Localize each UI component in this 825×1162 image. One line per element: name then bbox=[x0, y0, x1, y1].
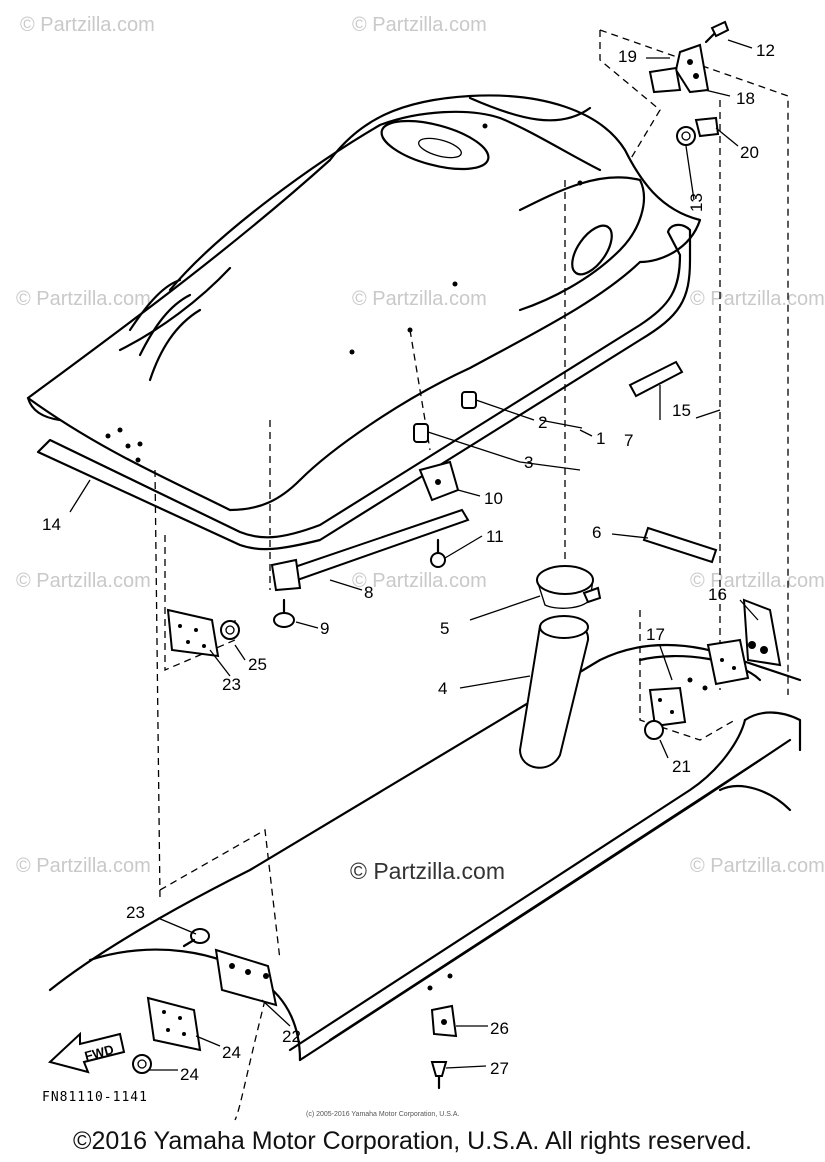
part-hinge-18 bbox=[674, 43, 710, 94]
callout-2: 2 bbox=[538, 413, 547, 432]
fwd-arrow: FWD bbox=[47, 1031, 126, 1074]
watermark: © Partzilla.com bbox=[352, 288, 487, 310]
watermark: © Partzilla.com bbox=[352, 14, 487, 36]
part-plate-24-upper bbox=[166, 608, 220, 658]
diagram-code: FN81110-1141 bbox=[42, 1090, 148, 1105]
fwd-label: FWD bbox=[83, 1042, 115, 1064]
callout-11: 11 bbox=[486, 527, 504, 546]
part-rivet-27 bbox=[430, 1061, 448, 1090]
watermark-center: © Partzilla.com bbox=[350, 858, 505, 884]
part-bracket-10 bbox=[418, 460, 460, 502]
part-plate-24-lower bbox=[146, 996, 202, 1052]
part-strip-7 bbox=[628, 360, 684, 398]
callout-9: 9 bbox=[320, 619, 329, 638]
callouts: 12 19 18 20 13 2 1 7 15 3 10 14 11 6 8 1… bbox=[42, 41, 775, 1084]
part-bolt-9 bbox=[273, 598, 295, 628]
callout-6: 6 bbox=[592, 523, 601, 542]
callout-24-lower: 24 bbox=[222, 1043, 241, 1062]
callout-14: 14 bbox=[42, 515, 61, 534]
callout-19: 19 bbox=[618, 47, 637, 66]
part-plate-16 bbox=[706, 638, 750, 686]
part-nut-21 bbox=[644, 720, 664, 740]
part-spacer-3 bbox=[413, 423, 429, 443]
callout-13: 13 bbox=[687, 193, 706, 212]
part-plate-17 bbox=[648, 686, 687, 728]
callout-12: 12 bbox=[756, 41, 775, 60]
part-hinge-22 bbox=[214, 948, 278, 1007]
part-hinge-16 bbox=[742, 598, 782, 667]
part-plate-19 bbox=[648, 66, 682, 94]
hull-deck bbox=[48, 643, 802, 1062]
part-bolt-12 bbox=[704, 20, 730, 44]
callout-26: 26 bbox=[490, 1019, 509, 1038]
part-nut-25-upper bbox=[220, 620, 240, 640]
part-stay-8 bbox=[270, 508, 470, 592]
callout-10: 10 bbox=[484, 489, 503, 508]
callout-8: 8 bbox=[364, 583, 373, 602]
part-spacer-2 bbox=[461, 391, 477, 409]
watermark: © Partzilla.com bbox=[690, 855, 825, 877]
callout-23: 23 bbox=[126, 903, 145, 922]
watermark: © Partzilla.com bbox=[16, 288, 151, 310]
part-nut-25-lower bbox=[132, 1054, 152, 1074]
part-bolt-11 bbox=[430, 538, 446, 568]
part-hose-4 bbox=[518, 615, 590, 769]
watermark: © Partzilla.com bbox=[16, 570, 151, 592]
watermark: © Partzilla.com bbox=[20, 14, 155, 36]
callout-7: 7 bbox=[624, 431, 633, 450]
callout-20: 20 bbox=[740, 143, 759, 162]
callout-18: 18 bbox=[736, 89, 755, 108]
callout-24-upper: 23 bbox=[222, 675, 241, 694]
callout-25-lower: 24 bbox=[180, 1065, 199, 1084]
part-band-5 bbox=[536, 565, 602, 609]
part-pad-6 bbox=[642, 526, 718, 564]
callout-25-upper: 25 bbox=[248, 655, 267, 674]
part-washer-20 bbox=[694, 116, 720, 138]
small-copyright: (c) 2005-2016 Yamaha Motor Corporation, … bbox=[306, 1111, 460, 1118]
seal-rim bbox=[36, 223, 692, 551]
watermark: © Partzilla.com bbox=[352, 570, 487, 592]
seat-cover bbox=[26, 94, 702, 512]
callout-27: 27 bbox=[490, 1059, 509, 1078]
callout-4: 4 bbox=[438, 679, 447, 698]
watermark: © Partzilla.com bbox=[16, 855, 151, 877]
part-bolt-23 bbox=[182, 928, 210, 948]
callout-17: 17 bbox=[646, 625, 665, 644]
callout-15: 15 bbox=[672, 401, 691, 420]
callout-1: 1 bbox=[596, 429, 605, 448]
callout-16: 16 bbox=[708, 585, 727, 604]
watermark: © Partzilla.com bbox=[690, 288, 825, 310]
callout-21: 21 bbox=[672, 757, 691, 776]
callout-3: 3 bbox=[524, 453, 533, 472]
part-bracket-26 bbox=[430, 1004, 458, 1038]
copyright-footer: ©2016 Yamaha Motor Corporation, U.S.A. A… bbox=[73, 1127, 752, 1155]
callout-5: 5 bbox=[440, 619, 449, 638]
part-nut-13 bbox=[676, 126, 696, 146]
callout-22: 22 bbox=[282, 1027, 301, 1046]
watermark: © Partzilla.com bbox=[690, 570, 825, 592]
